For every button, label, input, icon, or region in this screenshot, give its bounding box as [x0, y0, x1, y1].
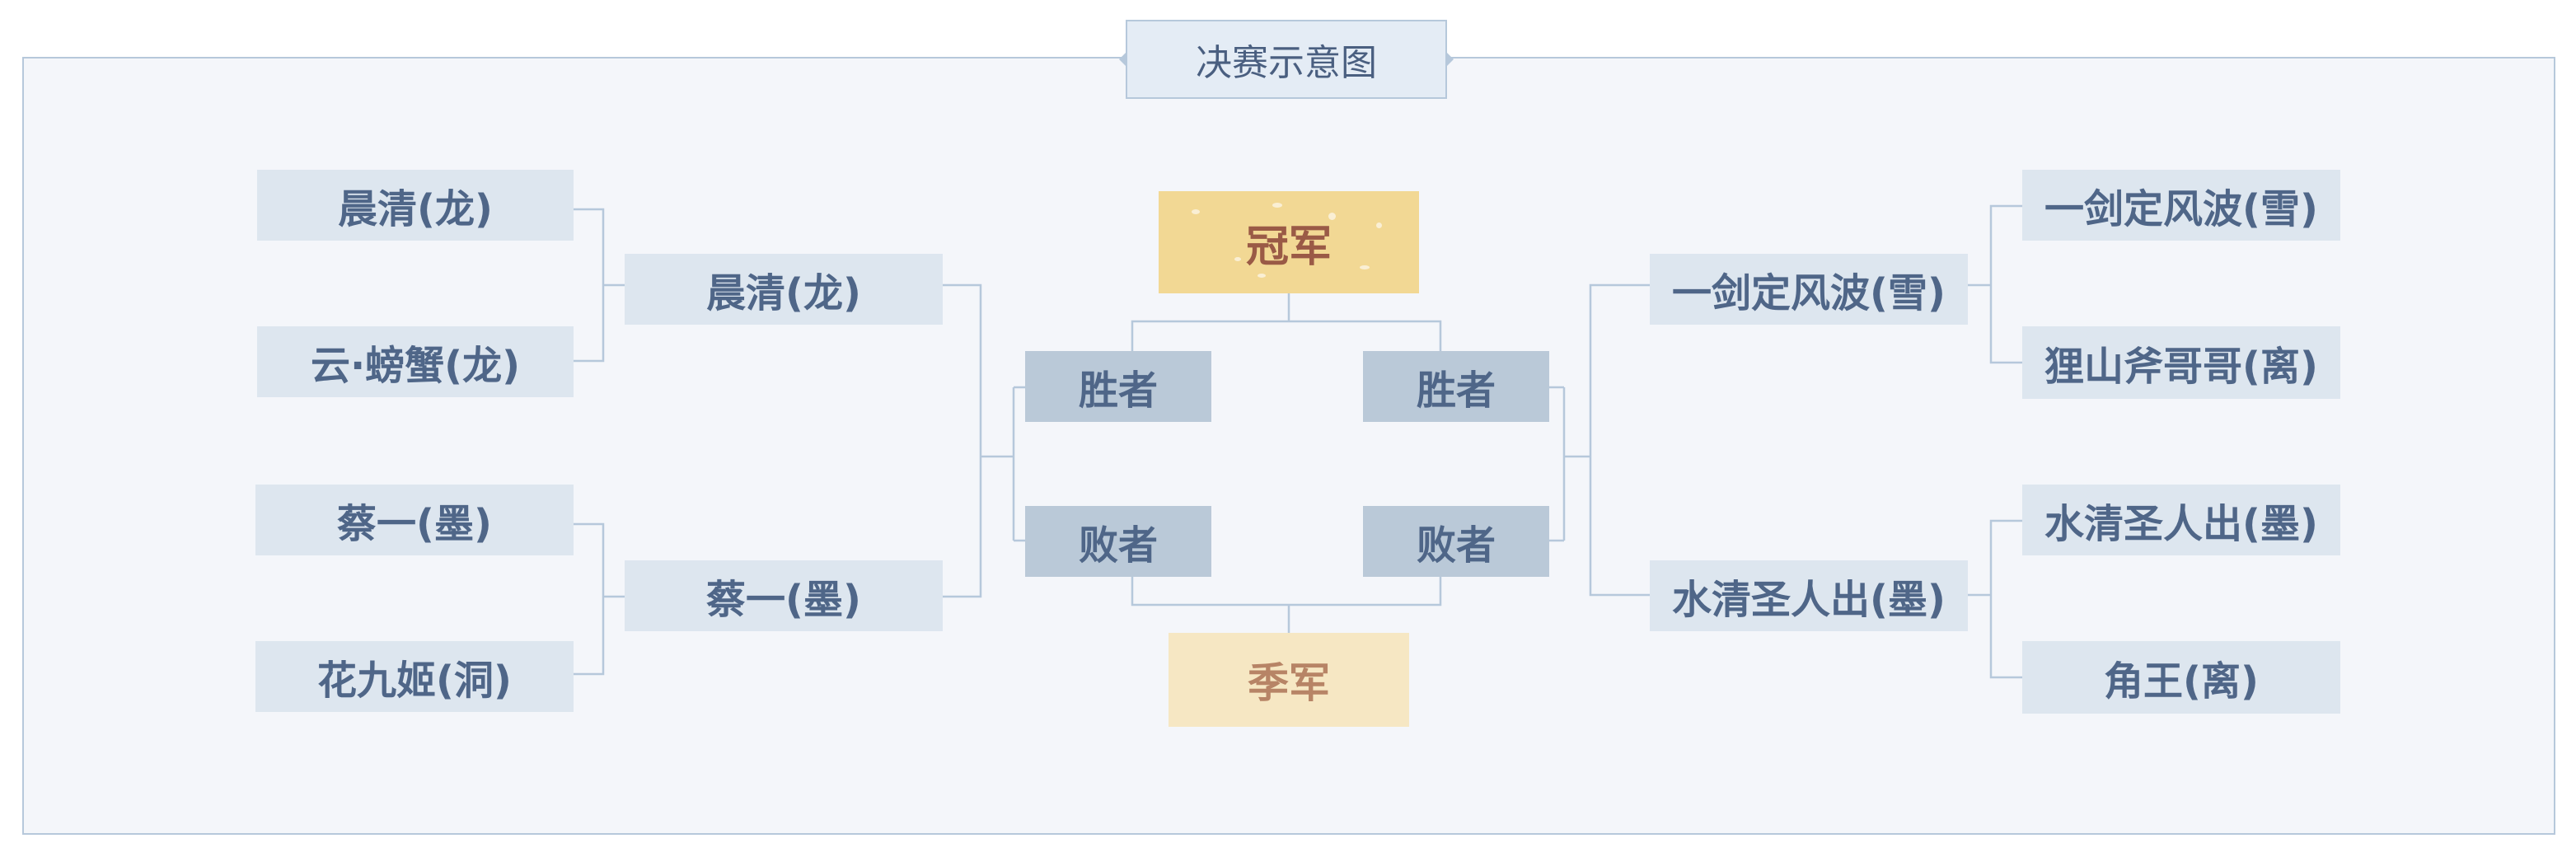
right-round1-player-4: 角王(离)	[2022, 641, 2340, 714]
left-round2-player-1: 晨清(龙)	[625, 254, 943, 325]
connector-losers-final	[1131, 577, 1442, 606]
gold-fleck	[1272, 203, 1282, 208]
diagram-title: 决赛示意图	[1126, 20, 1447, 99]
left-round1-player-4: 花九姬(洞)	[255, 641, 574, 712]
gold-fleck	[1376, 222, 1382, 228]
gold-fleck	[1328, 213, 1336, 220]
champion-box: 冠军	[1159, 191, 1419, 293]
connector-left-pair2	[574, 522, 605, 676]
third-place-box: 季军	[1169, 633, 1409, 727]
right-round2-player-2: 水清圣人出(墨)	[1650, 560, 1968, 631]
right-winner-box: 胜者	[1363, 351, 1549, 422]
left-round1-player-3: 蔡一(墨)	[255, 485, 574, 555]
connector-winners-final	[1131, 320, 1442, 351]
gold-fleck	[1258, 274, 1266, 278]
connector-right-semis	[1589, 283, 1650, 597]
right-round1-player-3: 水清圣人出(墨)	[2022, 485, 2340, 555]
right-loser-box: 败者	[1363, 506, 1549, 577]
champion-label: 冠军	[1245, 222, 1332, 272]
gold-fleck	[1360, 265, 1370, 269]
right-round1-player-1: 一剑定风波(雪)	[2022, 170, 2340, 241]
connector-left-semis	[943, 283, 982, 598]
gold-fleck	[1192, 209, 1200, 214]
left-loser-box: 败者	[1025, 506, 1211, 577]
left-round2-player-2: 蔡一(墨)	[625, 560, 943, 631]
left-winner-box: 胜者	[1025, 351, 1211, 422]
left-round1-player-1: 晨清(龙)	[257, 170, 574, 241]
right-round2-player-1: 一剑定风波(雪)	[1650, 254, 1968, 325]
connector-right-pair2	[1989, 519, 2022, 679]
right-round1-player-2: 狸山斧哥哥(离)	[2022, 326, 2340, 399]
left-round1-player-2: 云·螃蟹(龙)	[257, 326, 574, 397]
gold-fleck	[1234, 257, 1241, 261]
